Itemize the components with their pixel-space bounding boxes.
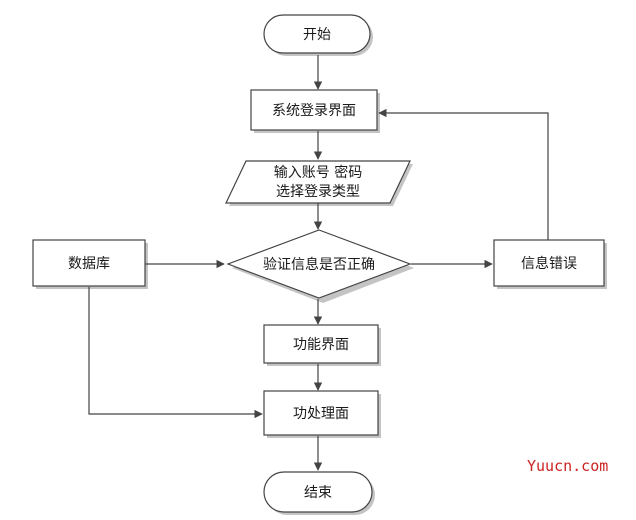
label-start: 开始 bbox=[303, 27, 331, 43]
label-process: 功处理面 bbox=[293, 406, 349, 422]
label-login: 系统登录界面 bbox=[272, 103, 356, 119]
label-error: 信息错误 bbox=[521, 255, 577, 272]
node-database bbox=[32, 239, 146, 287]
label-input-line2: 选择登录类型 bbox=[276, 184, 360, 200]
node-start bbox=[263, 14, 371, 54]
node-login bbox=[250, 89, 378, 131]
arrow-error-to-login bbox=[378, 108, 549, 240]
label-end: 结束 bbox=[304, 485, 332, 501]
label-function: 功能界面 bbox=[293, 337, 349, 353]
label-input-line1: 输入账号 密码 bbox=[274, 164, 362, 181]
node-process bbox=[263, 390, 379, 436]
node-input bbox=[225, 160, 411, 204]
node-error bbox=[493, 239, 605, 287]
arrow-database-to-process bbox=[88, 287, 263, 419]
node-end bbox=[263, 471, 373, 513]
label-verify: 验证信息是否正确 bbox=[263, 256, 375, 273]
node-function bbox=[263, 324, 379, 364]
watermark: Yuucn.com bbox=[527, 457, 608, 475]
node-verify bbox=[226, 229, 412, 299]
connectors bbox=[88, 55, 549, 471]
label-database: 数据库 bbox=[68, 256, 110, 272]
